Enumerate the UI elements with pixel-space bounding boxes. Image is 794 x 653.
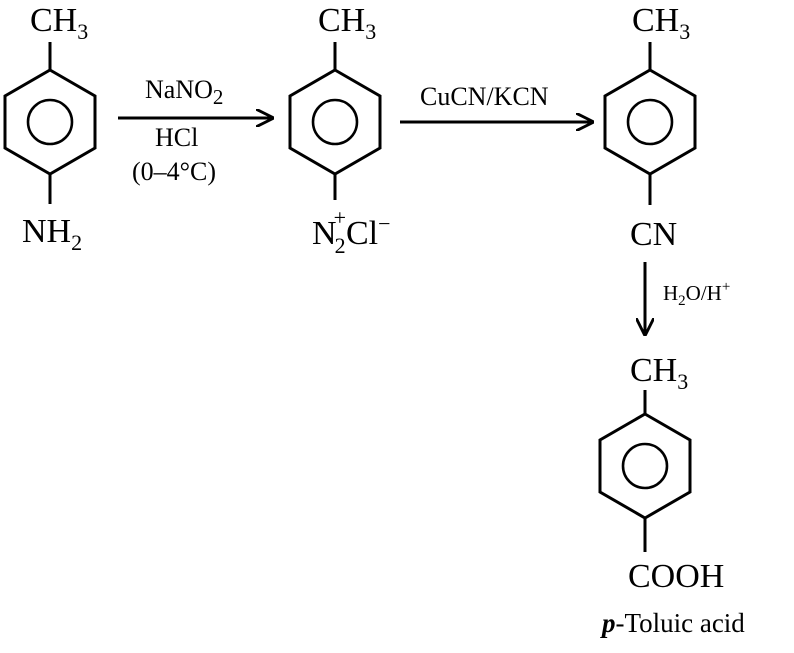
carboxyl-group-label: COOH xyxy=(628,558,724,595)
compound-p-tolunitrile: CH3 CN xyxy=(603,2,697,253)
reaction-step-2: CuCN/KCN xyxy=(400,82,592,122)
aromatic-circle xyxy=(26,98,74,146)
product-name: p-Toluic acid xyxy=(600,608,745,638)
reagent-sodium-nitrite: NaNO2 xyxy=(145,75,223,109)
compound-diazonium-salt: CH3 N2+Cl− xyxy=(288,2,391,258)
methyl-group-label: CH3 xyxy=(30,2,88,44)
reaction-conditions: (0–4°C) xyxy=(132,157,216,186)
reaction-step-3: H2O/H+ xyxy=(645,262,730,334)
methyl-group-label: CH3 xyxy=(630,352,688,394)
reagent-acid-water: H2O/H+ xyxy=(663,279,730,309)
compound-p-toluic-acid: CH3 COOH p-Toluic acid xyxy=(598,352,745,638)
benzene-ring xyxy=(603,68,697,176)
reagent-hcl: HCl xyxy=(155,123,198,152)
diazonium-group-label: N2+Cl− xyxy=(312,205,391,258)
reagent-cyanide: CuCN/KCN xyxy=(420,82,549,111)
compound-p-toluidine: CH3 NH2 xyxy=(3,2,97,255)
aromatic-circle xyxy=(626,98,674,146)
amine-group-label: NH2 xyxy=(22,213,82,255)
benzene-ring xyxy=(3,68,97,176)
reaction-step-1: NaNO2 HCl (0–4°C) xyxy=(118,75,272,186)
nitrile-group-label: CN xyxy=(630,216,677,253)
methyl-group-label: CH3 xyxy=(318,2,376,44)
benzene-ring xyxy=(288,68,382,176)
aromatic-circle xyxy=(621,442,669,490)
aromatic-circle xyxy=(311,98,359,146)
benzene-ring xyxy=(598,412,692,520)
methyl-group-label: CH3 xyxy=(632,2,690,44)
